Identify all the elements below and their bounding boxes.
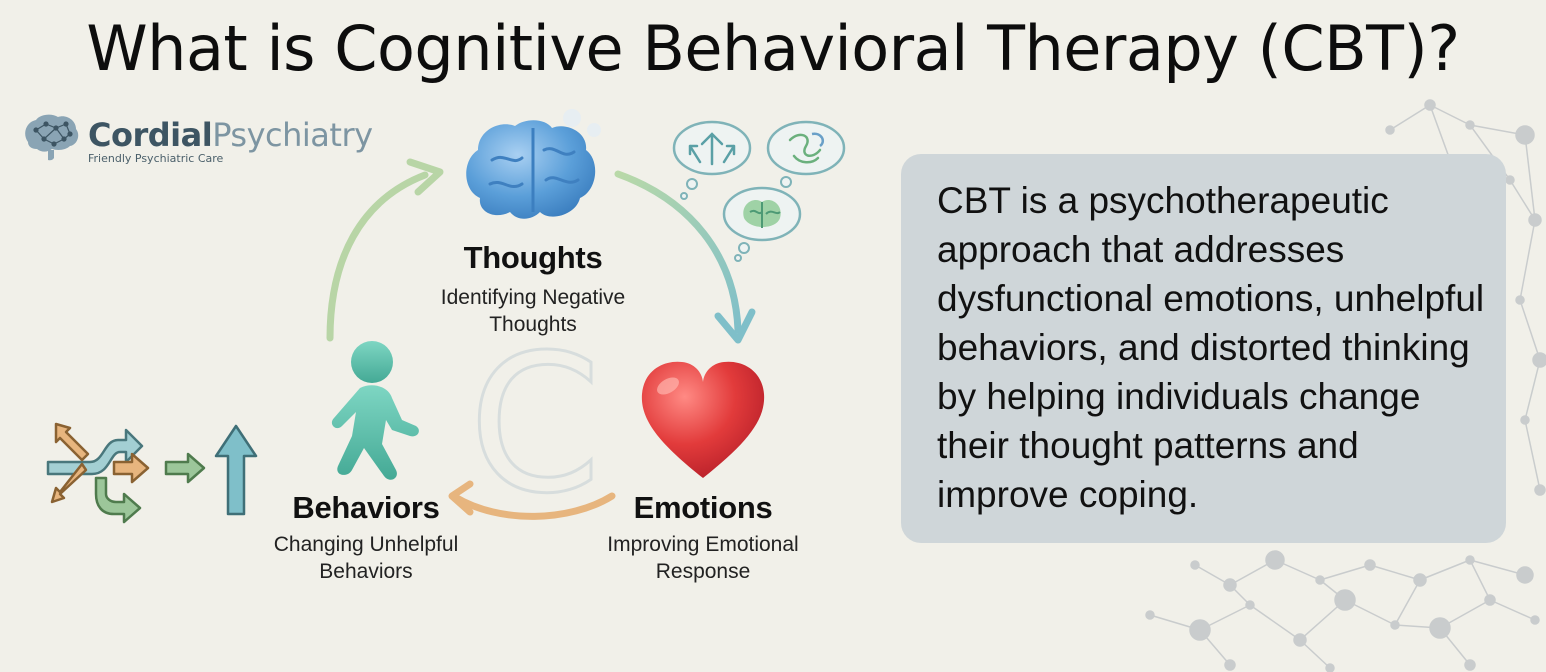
crossing-arrows-icon (48, 424, 204, 522)
heart-icon (642, 362, 764, 478)
behaviors-title: Behaviors (230, 490, 502, 526)
thought-bubble-icon (674, 122, 750, 199)
description-text: CBT is a psychotherapeutic approach that… (937, 176, 1497, 519)
thoughts-subtitle: Identifying Negative Thoughts (415, 284, 651, 338)
walking-person-icon (332, 341, 419, 480)
emotions-subtitle: Improving Emotional Response (582, 531, 824, 585)
brain-icon (466, 109, 601, 219)
behaviors-subtitle: Changing Unhelpful Behaviors (246, 531, 486, 585)
thought-bubble-icon (724, 188, 800, 261)
emotions-title: Emotions (572, 490, 834, 526)
description-box: CBT is a psychotherapeutic approach that… (901, 154, 1506, 543)
thoughts-title: Thoughts (400, 240, 666, 276)
thought-bubble-icon (768, 122, 844, 187)
